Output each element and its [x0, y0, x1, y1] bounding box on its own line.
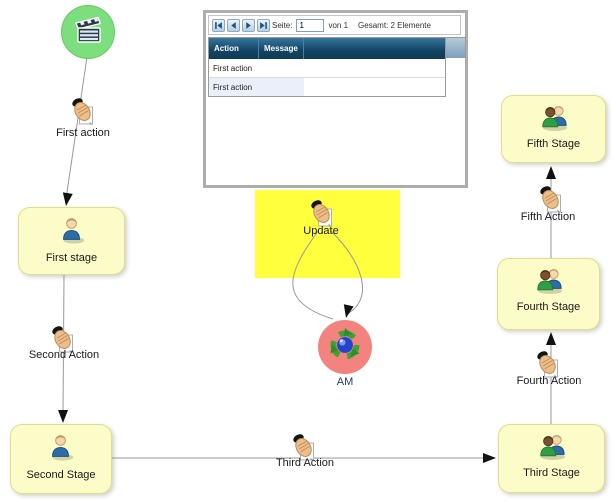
start-node[interactable]	[61, 5, 115, 59]
clapperboard-icon	[71, 13, 105, 52]
page-number-input[interactable]	[296, 18, 325, 32]
stage-label: First stage	[45, 252, 98, 264]
am-node[interactable]	[318, 320, 372, 374]
go-next-icon	[244, 21, 253, 30]
stage-label: Fourth Stage	[516, 301, 581, 313]
column-header-filler	[304, 38, 445, 59]
cell-message	[259, 78, 304, 96]
action-label-second: Second Action	[28, 349, 100, 361]
recycle-icon	[326, 326, 364, 369]
stage-label: Fifth Stage	[526, 138, 581, 150]
cell-message	[259, 59, 304, 77]
stage-node-second[interactable]: Second Stage	[10, 424, 112, 494]
grid-pagination-bar: Seite: von 1 Gesamt: 2 Elemente	[208, 15, 461, 35]
person-icon	[46, 432, 76, 467]
page-of-text: von 1	[328, 20, 349, 30]
action-grid-panel: Seite: von 1 Gesamt: 2 Elemente Action M…	[203, 10, 468, 188]
go-previous-button[interactable]	[227, 18, 240, 32]
people-icon	[538, 103, 570, 136]
people-icon	[536, 432, 568, 465]
cell-action: First action	[213, 63, 253, 73]
grid-header-row: Action Message	[209, 38, 445, 59]
action-label-update: Update	[303, 225, 339, 237]
action-label-first: First action	[56, 127, 110, 139]
action-label-third: Third Action	[275, 457, 335, 469]
stage-label: Second Stage	[26, 469, 96, 481]
action-label-fifth: Fifth Action	[520, 211, 576, 223]
page-label: Seite:	[272, 20, 293, 30]
action-label-fourth: Fourth Action	[516, 375, 582, 387]
go-next-button[interactable]	[242, 18, 255, 32]
go-previous-icon	[229, 21, 238, 30]
am-node-label: AM	[336, 376, 354, 388]
go-last-button[interactable]	[257, 18, 270, 32]
hand-icon[interactable]	[292, 433, 316, 463]
stage-node-fifth[interactable]: Fifth Stage	[501, 95, 606, 163]
person-icon	[57, 215, 87, 250]
cell-action: First action	[209, 78, 259, 96]
stage-node-fourth[interactable]: Fourth Stage	[497, 258, 600, 330]
go-first-icon	[214, 21, 223, 30]
hand-icon[interactable]	[310, 199, 334, 229]
stage-node-first[interactable]: First stage	[18, 207, 125, 275]
stage-node-third[interactable]: Third Stage	[498, 424, 605, 493]
column-header-message[interactable]: Message	[259, 38, 304, 59]
go-last-icon	[259, 21, 268, 30]
grid-scrollbar-header	[446, 37, 466, 58]
total-elements-text: Gesamt: 2 Elemente	[358, 20, 431, 30]
action-grid: Action Message First action First action	[208, 37, 446, 97]
column-header-action[interactable]: Action	[209, 38, 259, 59]
people-icon	[533, 266, 565, 299]
hand-icon[interactable]	[71, 97, 95, 127]
go-first-button[interactable]	[212, 18, 225, 32]
stage-label: Third Stage	[523, 467, 580, 479]
table-row[interactable]: First action	[209, 78, 445, 96]
table-row[interactable]: First action	[209, 59, 445, 78]
